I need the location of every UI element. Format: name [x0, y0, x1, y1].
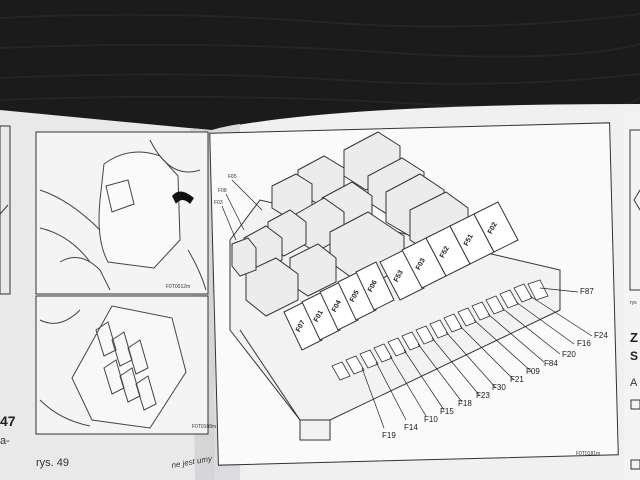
next-text: A: [630, 377, 638, 389]
left-heading-number: 47: [0, 413, 16, 429]
right-figure-code: F0T0181m: [576, 451, 600, 457]
figure-code-top: F0T0012m: [166, 284, 190, 290]
fuse-label-3: F04: [331, 299, 343, 313]
callout-top-1: F65: [228, 174, 237, 180]
next-subheading: S: [630, 349, 638, 363]
fuse-label-5: F06: [367, 279, 379, 293]
left-hyphen-text: a-: [0, 435, 10, 447]
callout-3: F16: [577, 339, 591, 348]
fuse-box-figure: F07 F01 F04 F05 F06 F53 F03 F52 F51 F02: [209, 122, 619, 466]
callout-top-2: F08: [218, 188, 227, 194]
callout-top-3: F03: [214, 200, 223, 206]
callout-8: F30: [492, 383, 506, 392]
figure-code-bottom: F0T0108m: [192, 424, 216, 430]
callout-9: F23: [476, 391, 490, 400]
left-figure-caption: rys. 49: [36, 457, 69, 469]
fuse-label-2: F01: [313, 309, 325, 323]
fuse-label-7: F03: [415, 257, 427, 271]
checkbox-icon-2: [630, 459, 640, 470]
left-figure-top: [35, 131, 209, 295]
fuse-label-4: F05: [349, 289, 361, 303]
left-figure-bottom: [35, 295, 209, 435]
callout-1: F87: [580, 287, 594, 296]
next-page-sliver: [624, 112, 640, 480]
checkbox-icon: [630, 399, 640, 410]
fuse-label-9: F51: [463, 233, 475, 247]
fuse-label-8: F52: [439, 245, 451, 259]
callout-7: F21: [510, 375, 524, 384]
callout-5: F84: [544, 359, 558, 368]
callout-2: F24: [594, 331, 608, 340]
fuse-label-6: F53: [393, 269, 405, 283]
next-figure-code: rys: [630, 300, 637, 306]
callout-10: F18: [458, 399, 472, 408]
callout-13: F14: [404, 423, 418, 432]
callout-6: F09: [526, 367, 540, 376]
callout-14: F19: [382, 431, 396, 440]
fuse-label-1: F07: [295, 319, 307, 333]
callout-12: F10: [424, 415, 438, 424]
callout-4: F20: [562, 350, 576, 359]
callout-11: F15: [440, 407, 454, 416]
left-edge-figure: [0, 125, 11, 295]
fuse-label-10: F02: [487, 221, 499, 235]
next-heading: Z: [630, 330, 638, 345]
